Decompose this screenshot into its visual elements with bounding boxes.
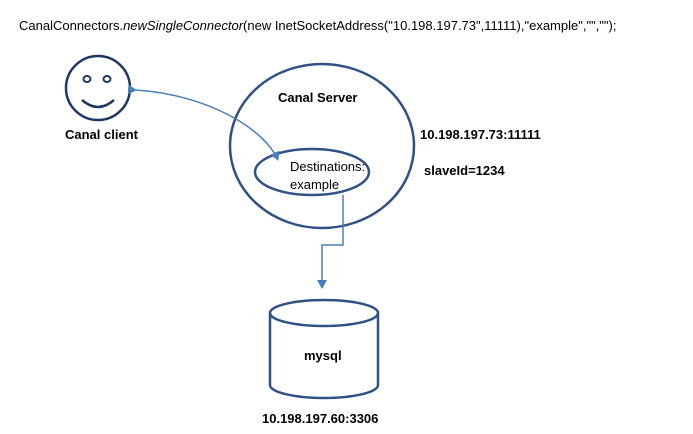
server-label: Canal Server [278, 90, 358, 105]
database-address: 10.198.197.60:3306 [262, 411, 379, 426]
destinations-node [253, 147, 371, 197]
destinations-text: Destinations: example [290, 158, 365, 194]
smiley-face-icon [64, 54, 132, 122]
code-method: newSingleConnector [123, 18, 244, 33]
code-prefix: CanalConnectors. [19, 18, 124, 33]
code-args: (new InetSocketAddress("10.198.197.73",1… [243, 18, 617, 33]
connector-code-line: CanalConnectors.newSingleConnector(new I… [19, 18, 616, 33]
client-label: Canal client [65, 127, 138, 142]
destinations-label: Destinations: [290, 159, 366, 174]
canal-server-node [228, 62, 416, 230]
database-cylinder-icon [268, 298, 380, 400]
slave-id: slaveId=1234 [424, 163, 505, 178]
client-destinations-connector [127, 84, 280, 161]
database-label: mysql [304, 348, 342, 363]
destinations-to-mysql-connector [317, 195, 344, 289]
server-address: 10.198.197.73:11111 [420, 127, 541, 142]
destination-name: example [290, 177, 340, 192]
